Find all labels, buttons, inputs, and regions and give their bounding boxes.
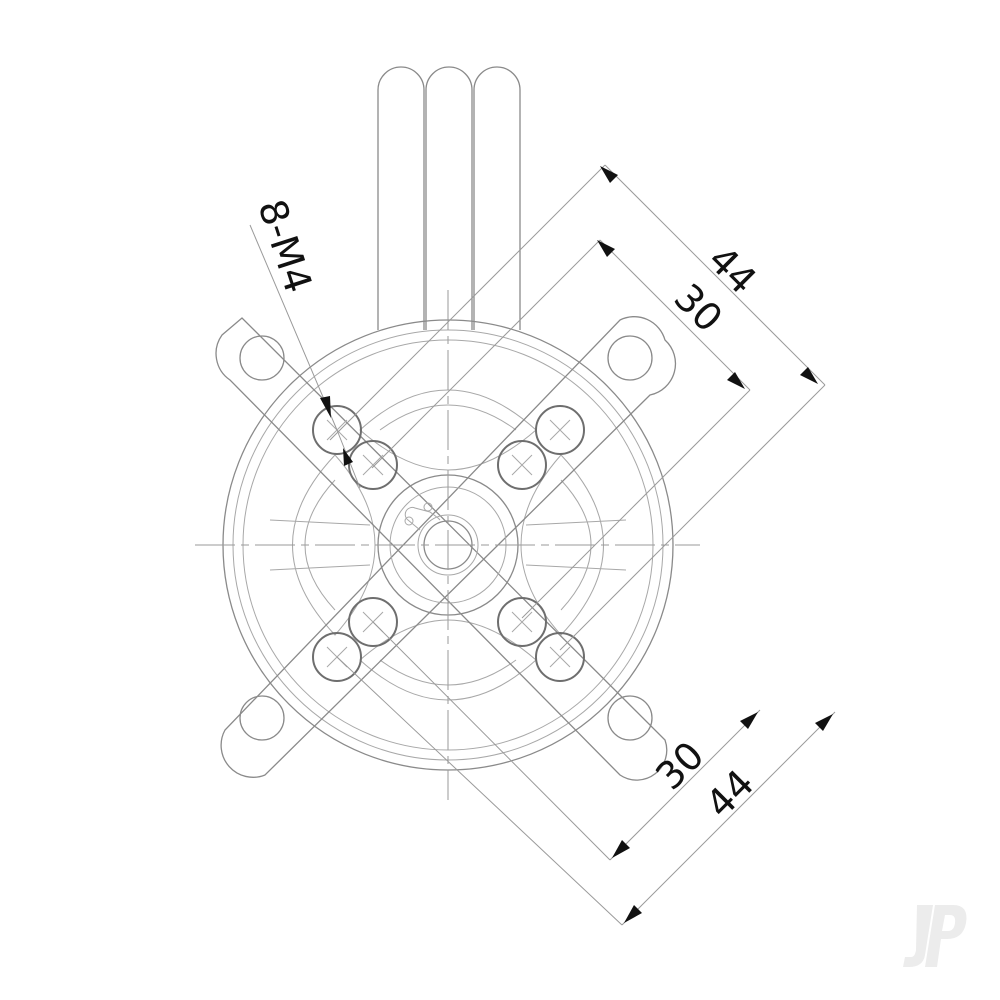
mount-hole-top-right bbox=[607, 335, 653, 381]
stator-lobes bbox=[269, 389, 627, 701]
motor-leads bbox=[377, 66, 521, 330]
mount-hole-top-left bbox=[239, 335, 285, 381]
mount-hole-bottom-left bbox=[239, 695, 285, 741]
dimensions-bottom: 30 44 bbox=[336, 621, 836, 926]
x-mount bbox=[215, 316, 677, 781]
center-lines bbox=[195, 290, 700, 800]
dimensions-top: 44 30 bbox=[329, 164, 826, 651]
outer-dimension-bottom: 44 bbox=[697, 761, 762, 826]
mount-hole-bottom-right bbox=[607, 695, 653, 741]
hole-callout-text: 8-M4 bbox=[249, 194, 320, 298]
jp-watermark-logo bbox=[903, 905, 967, 967]
